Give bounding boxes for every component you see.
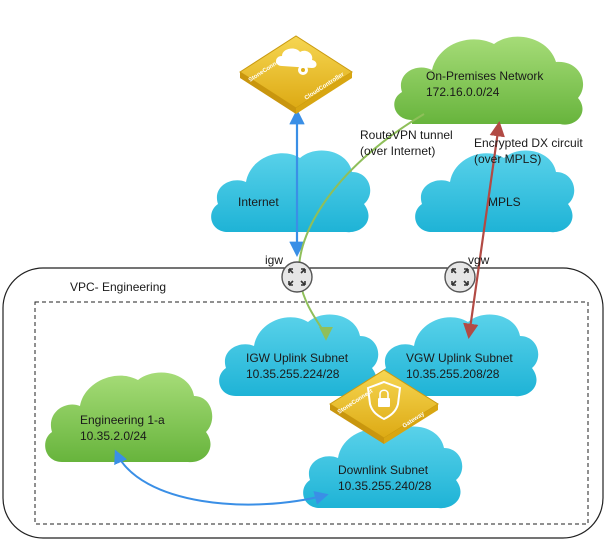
igw-label: igw — [265, 253, 283, 267]
downlink-cidr: 10.35.255.240/28 — [338, 479, 432, 493]
cloud-gear-icon — [276, 48, 317, 75]
on-prem-cidr: 172.16.0.0/24 — [426, 85, 500, 99]
vpc-label: VPC- Engineering — [70, 280, 166, 294]
internet-name: Internet — [238, 195, 279, 209]
engineering-cidr: 10.35.2.0/24 — [80, 429, 147, 443]
router-arrows-icon — [451, 268, 469, 286]
routevpn-label-1: RouteVPN tunnel — [360, 128, 453, 142]
subnet-boundary — [34, 301, 589, 525]
gateway-logo: StoneConnect Gateway — [329, 369, 439, 444]
mpls-name: MPLS — [488, 195, 521, 209]
on-prem-cloud: On-Premises Network 172.16.0.0/24 — [394, 36, 584, 125]
igw-uplink-cidr: 10.35.255.224/28 — [246, 367, 340, 381]
dx-label-2: (over MPLS) — [474, 152, 541, 166]
engineering-cloud: Engineering 1-a 10.35.2.0/24 — [45, 372, 213, 463]
router-arrows-icon — [288, 268, 306, 286]
routevpn-tunnel-arrow — [298, 113, 425, 341]
shield-lock-icon — [366, 380, 402, 421]
igw-router: igw — [265, 253, 313, 293]
vgw-label: vgw — [468, 253, 490, 267]
engineering-name: Engineering 1-a — [80, 413, 165, 427]
vgw-uplink-name: VGW Uplink Subnet — [406, 351, 513, 365]
routevpn-label-2: (over Internet) — [360, 144, 435, 158]
dx-circuit-arrow — [463, 120, 505, 340]
engineering-downlink-arrow — [114, 449, 329, 506]
vgw-uplink-cidr: 10.35.255.208/28 — [406, 367, 500, 381]
vgw-router: vgw — [444, 253, 490, 293]
igw-uplink-cloud: IGW Uplink Subnet 10.35.255.224/28 — [219, 314, 379, 397]
igw-uplink-name: IGW Uplink Subnet — [246, 351, 349, 365]
internet-cloud: Internet — [211, 150, 371, 233]
dx-label-1: Encrypted DX circuit — [474, 136, 583, 150]
downlink-name: Downlink Subnet — [338, 463, 429, 477]
downlink-cloud: Downlink Subnet 10.35.255.240/28 — [303, 426, 463, 509]
cloud-controller-logo: StoneConnect CloudController — [239, 35, 353, 114]
on-prem-name: On-Premises Network — [426, 69, 544, 83]
